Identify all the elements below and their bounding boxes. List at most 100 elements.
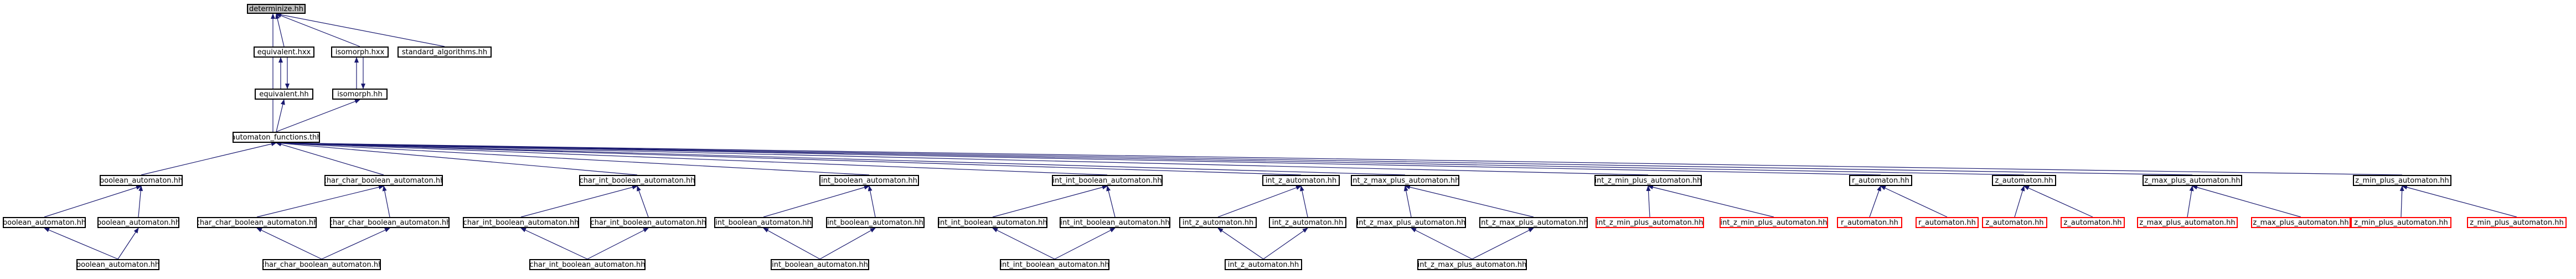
edge-iz4a-to-iz3 <box>1217 185 1302 218</box>
edge-isomorph_hxx-to-determinize <box>276 13 360 47</box>
node-r-automaton-hh[interactable]: r_automaton.hh <box>1849 175 1912 186</box>
edge-cib4b-to-cib3 <box>637 185 649 218</box>
node-int-boolean-automaton-hh[interactable]: int_boolean_automaton.hh <box>826 217 925 228</box>
edge-ib4a-to-ib3 <box>763 185 870 218</box>
node-int-z-max-plus-automaton-hh[interactable]: int_z_max_plus_automaton.hh <box>1356 217 1466 228</box>
node-equivalent-hxx[interactable]: equivalent.hxx <box>254 46 314 58</box>
node-char-int-boolean-automaton-hh[interactable]: char_int_boolean_automaton.hh <box>590 217 706 228</box>
node-determinize-hh[interactable]: determinize.hh <box>247 4 306 14</box>
edge-ib5-to-ib4a <box>763 228 820 260</box>
node-int-boolean-automaton-hh[interactable]: int_boolean_automaton.hh <box>771 259 869 270</box>
edge-r3-to-automaton_functions <box>276 141 1881 175</box>
node-int-int-boolean-automaton-hh[interactable]: int_int_boolean_automaton.hh <box>1000 259 1109 270</box>
node-equivalent-hh[interactable]: equivalent.hh <box>255 89 313 100</box>
node-int-z-min-plus-automaton-hh[interactable]: int_z_min_plus_automaton.hh <box>1594 175 1702 186</box>
edge-zmax4a-to-zmax3 <box>2187 185 2194 218</box>
edge-cib5-to-cib4a <box>520 228 588 260</box>
node-z-max-plus-automaton-hh[interactable]: z_max_plus_automaton.hh <box>2143 175 2242 186</box>
node-int-z-automaton-hh[interactable]: int_z_automaton.hh <box>1225 259 1302 270</box>
edge-iz5-to-iz4b <box>1263 228 1308 260</box>
edge-z4a-to-z3 <box>2014 185 2025 218</box>
node-r-automaton-hh[interactable]: r_automaton.hh <box>1837 217 1902 228</box>
node-automaton-functions-thh[interactable]: automaton_functions.thh <box>233 132 320 143</box>
edge-iz3-to-automaton_functions <box>276 141 1302 175</box>
edge-zmax4b-to-zmax3 <box>2192 185 2301 218</box>
edge-z4b-to-z3 <box>2023 185 2093 218</box>
edge-zmin3-to-automaton_functions <box>276 141 2403 175</box>
node-char-char-boolean-automaton-hh[interactable]: char_char_boolean_automaton.hh <box>330 217 450 228</box>
edge-automaton_functions-to-equivalent_hh <box>276 99 285 132</box>
node-int-boolean-automaton-hh[interactable]: int_boolean_automaton.hh <box>714 217 813 228</box>
edge-ib4b-to-ib3 <box>868 185 876 218</box>
edge-iz4b-to-iz3 <box>1299 185 1308 218</box>
edge-b5-to-b4a <box>44 228 118 260</box>
node-char-char-boolean-automaton-hh[interactable]: char_char_boolean_automaton.hh <box>262 259 381 270</box>
node-z-min-plus-automaton-hh[interactable]: z_min_plus_automaton.hh <box>2353 175 2451 186</box>
edge-izmax4b-to-izmax3 <box>1405 185 1534 218</box>
edge-cib5-to-cib4b <box>587 228 649 260</box>
node-char-int-boolean-automaton-hh[interactable]: char_int_boolean_automaton.hh <box>579 175 695 186</box>
node-int-int-boolean-automaton-hh[interactable]: int_int_boolean_automaton.hh <box>1052 175 1163 186</box>
edge-equivalent_hxx-to-determinize <box>275 13 285 47</box>
edge-automaton_functions-to-isomorph_hh <box>276 99 360 132</box>
node-char-int-boolean-automaton-hh[interactable]: char_int_boolean_automaton.hh <box>529 259 646 270</box>
edge-izmin3-to-automaton_functions <box>276 141 1649 175</box>
node-z-min-plus-automaton-hh[interactable]: z_min_plus_automaton.hh <box>2467 217 2567 228</box>
node-z-automaton-hh[interactable]: z_automaton.hh <box>1982 217 2047 228</box>
edge-ccb3-to-automaton_functions <box>276 142 384 175</box>
node-char-char-boolean-automaton-hh[interactable]: char_char_boolean_automaton.hh <box>197 217 317 228</box>
edge-b3-to-automaton_functions <box>141 142 277 175</box>
node-isomorph-hh[interactable]: isomorph.hh <box>332 89 388 100</box>
node-z-max-plus-automaton-hh[interactable]: z_max_plus_automaton.hh <box>2251 217 2351 228</box>
node-int-z-max-plus-automaton-hh[interactable]: int_z_max_plus_automaton.hh <box>1479 217 1588 228</box>
node-boolean-automaton-hh[interactable]: boolean_automaton.hh <box>3 217 86 228</box>
node-z-min-plus-automaton-hh[interactable]: z_min_plus_automaton.hh <box>2351 217 2451 228</box>
node-int-z-automaton-hh[interactable]: int_z_automaton.hh <box>1262 175 1340 186</box>
node-int-z-max-plus-automaton-hh[interactable]: int_z_max_plus_automaton.hh <box>1351 175 1459 186</box>
node-int-z-automaton-hh[interactable]: int_z_automaton.hh <box>1269 217 1346 228</box>
node-int-z-automaton-hh[interactable]: int_z_automaton.hh <box>1179 217 1257 228</box>
edge-izmax4a-to-izmax3 <box>1403 185 1412 218</box>
edge-iib4b-to-iib3 <box>1106 185 1116 218</box>
edge-iib3-to-automaton_functions <box>276 141 1108 175</box>
edge-iib4a-to-iib3 <box>992 185 1108 218</box>
edge-ccb5-to-ccb4b <box>321 228 390 260</box>
node-char-int-boolean-automaton-hh[interactable]: char_int_boolean_automaton.hh <box>463 217 579 228</box>
node-int-int-boolean-automaton-hh[interactable]: int_int_boolean_automaton.hh <box>1060 217 1170 228</box>
node-int-boolean-automaton-hh[interactable]: int_boolean_automaton.hh <box>819 175 919 186</box>
node-boolean-automaton-hh[interactable]: boolean_automaton.hh <box>97 217 179 228</box>
node-char-char-boolean-automaton-hh[interactable]: char_char_boolean_automaton.hh <box>324 175 443 186</box>
edge-ib3-to-automaton_functions <box>276 141 870 175</box>
edge-zmax3-to-automaton_functions <box>276 141 2193 175</box>
node-r-automaton-hh[interactable]: r_automaton.hh <box>1916 217 1979 228</box>
node-standard-algorithms-hh[interactable]: standard_algorithms.hh <box>398 46 492 58</box>
edge-r4b-to-r3 <box>1880 185 1948 218</box>
edge-ccb5-to-ccb4a <box>256 228 322 260</box>
node-int-z-min-plus-automaton-hh[interactable]: int_z_min_plus_automaton.hh <box>1596 217 1704 228</box>
node-int-z-min-plus-automaton-hh[interactable]: int_z_min_plus_automaton.hh <box>1720 217 1828 228</box>
edge-ccb4b-to-ccb3 <box>382 185 390 218</box>
edge-iz5-to-iz4a <box>1217 228 1264 260</box>
edge-iib5-to-iib4b <box>1054 228 1116 260</box>
edge-cib3-to-automaton_functions <box>276 141 638 175</box>
edge-izmin4b-to-izmin3 <box>1648 185 1774 218</box>
node-z-automaton-hh[interactable]: z_automaton.hh <box>1992 175 2056 186</box>
edge-b4b-to-b3 <box>138 185 143 218</box>
node-z-max-plus-automaton-hh[interactable]: z_max_plus_automaton.hh <box>2137 217 2238 228</box>
node-z-automaton-hh[interactable]: z_automaton.hh <box>2061 217 2125 228</box>
node-boolean-automaton-hh[interactable]: boolean_automaton.hh <box>76 259 159 270</box>
node-isomorph-hxx[interactable]: isomorph.hxx <box>331 46 389 58</box>
edge-cib4a-to-cib3 <box>520 185 638 218</box>
edge-izmax5-to-izmax4a <box>1411 228 1473 260</box>
edge-izmax5-to-izmax4b <box>1472 228 1534 260</box>
edge-ccb4a-to-ccb3 <box>256 185 384 218</box>
edge-b4a-to-b3 <box>44 185 142 218</box>
edge-b5-to-b4b <box>117 228 139 260</box>
edge-z3-to-automaton_functions <box>276 141 2025 175</box>
node-boolean-automaton-hh[interactable]: boolean_automaton.hh <box>100 175 183 186</box>
edge-r4a-to-r3 <box>1869 185 1881 218</box>
node-int-int-boolean-automaton-hh[interactable]: int_int_boolean_automaton.hh <box>938 217 1047 228</box>
node-int-z-max-plus-automaton-hh[interactable]: int_z_max_plus_automaton.hh <box>1417 259 1527 270</box>
